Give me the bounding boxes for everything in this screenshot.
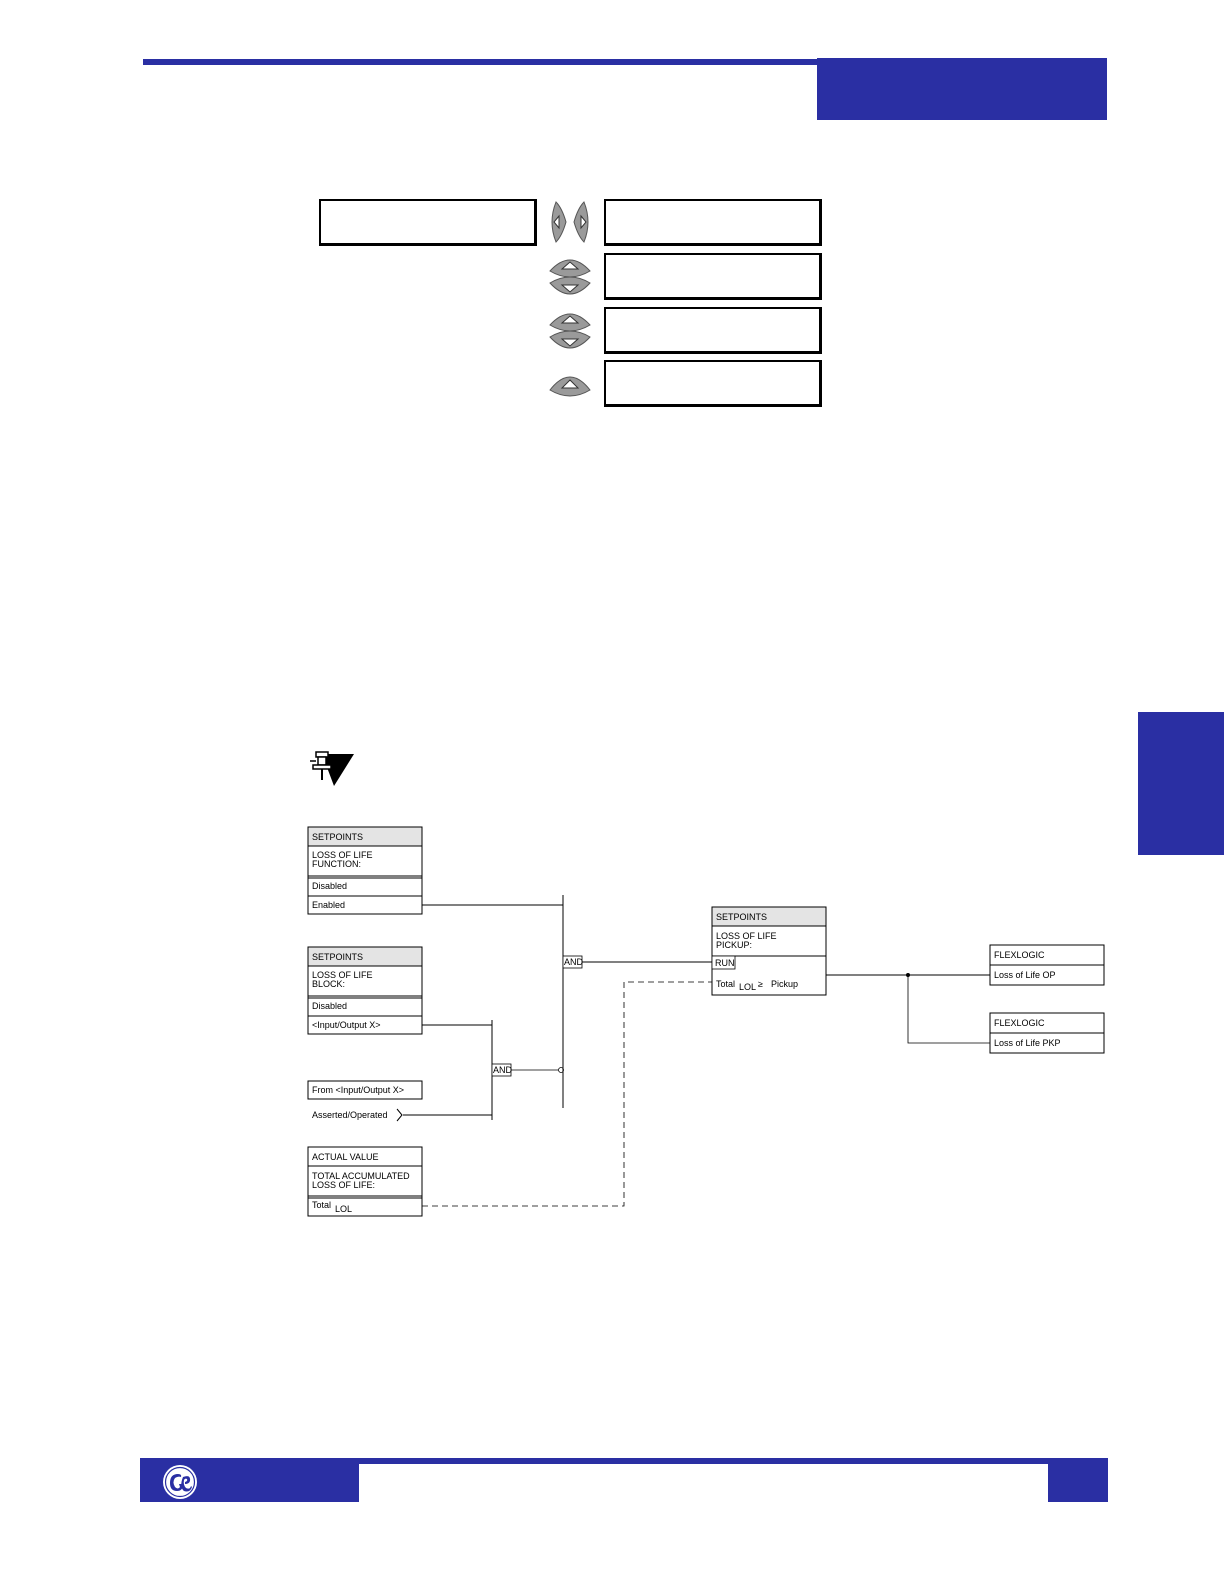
loss-of-life-logic-diagram: SETPOINTS LOSS OF LIFE FUNCTION: Disable…: [307, 826, 1105, 1217]
block-title: LOSS OF LIFE:: [312, 1180, 375, 1190]
lcd-setting-1: [604, 199, 822, 246]
flexlogic-op-block: FLEXLOGIC Loss of Life OP: [989, 944, 1105, 986]
cond-rhs: Pickup: [771, 979, 798, 989]
up-key-icon[interactable]: [546, 360, 594, 408]
cond-sub: LOL: [739, 982, 756, 992]
block-title: FUNCTION:: [312, 859, 361, 869]
option-disabled: Disabled: [312, 1001, 347, 1011]
and-gate-main: AND: [422, 895, 712, 1108]
block-header: SETPOINTS: [716, 912, 767, 922]
up-down-keys-icon[interactable]: [546, 307, 594, 355]
footer-page-block: [1048, 1460, 1108, 1502]
asserted-label: Asserted/Operated: [312, 1110, 388, 1120]
flexlogic-header: FLEXLOGIC: [994, 950, 1045, 960]
and-label: AND: [493, 1065, 513, 1075]
up-down-keys-icon[interactable]: [546, 253, 594, 301]
actual-value-link: [422, 981, 712, 1207]
option-enabled: Enabled: [312, 900, 345, 910]
left-right-keys-icon[interactable]: [546, 198, 594, 246]
flexlogic-pkp-block: FLEXLOGIC Loss of Life PKP: [989, 1012, 1105, 1054]
flexlogic-header: FLEXLOGIC: [994, 1018, 1045, 1028]
actual-value-block: ACTUAL VALUE TOTAL ACCUMULATED LOSS OF L…: [307, 1146, 423, 1217]
footer-rule: [140, 1458, 1108, 1464]
lcd-menu-heading: [319, 199, 537, 246]
and-label: AND: [564, 957, 584, 967]
note-pushpin-icon: [310, 751, 354, 786]
pkp-output-line: [907, 975, 990, 1044]
from-input-block: From <Input/Output X> Asserted/Operated: [307, 1080, 423, 1122]
header-block: [817, 58, 1107, 120]
lcd-setting-2: [604, 253, 822, 300]
value-sub: LOL: [335, 1204, 352, 1214]
from-input-label: From <Input/Output X>: [312, 1085, 404, 1095]
and-gate-block: AND: [403, 1020, 564, 1120]
flexlogic-label: Loss of Life PKP: [994, 1038, 1061, 1048]
block-title: LOSS OF LIFE: [716, 931, 777, 941]
cond-total: Total: [716, 979, 735, 989]
lcd-setting-4: [604, 360, 822, 407]
ge-logo-icon: [163, 1465, 197, 1499]
option-input: <Input/Output X>: [312, 1020, 381, 1030]
flexlogic-label: Loss of Life OP: [994, 970, 1056, 980]
option-disabled: Disabled: [312, 881, 347, 891]
block-title: TOTAL ACCUMULATED: [312, 1171, 410, 1181]
pickup-setpoint-block: SETPOINTS LOSS OF LIFE PICKUP: RUN Total…: [711, 906, 827, 996]
block-setpoint-block: SETPOINTS LOSS OF LIFE BLOCK: Disabled <…: [307, 946, 423, 1035]
function-setpoint-block: SETPOINTS LOSS OF LIFE FUNCTION: Disable…: [307, 826, 423, 915]
value-total: Total: [312, 1200, 331, 1210]
block-header: SETPOINTS: [312, 952, 363, 962]
block-title: LOSS OF LIFE: [312, 970, 373, 980]
lcd-setting-3: [604, 307, 822, 354]
block-header: ACTUAL VALUE: [312, 1152, 379, 1162]
block-title: BLOCK:: [312, 979, 345, 989]
block-title: PICKUP:: [716, 940, 752, 950]
run-label: RUN: [715, 958, 735, 968]
chapter-side-tab: [1138, 712, 1224, 855]
block-title: LOSS OF LIFE: [312, 850, 373, 860]
cond-op: ≥: [758, 979, 763, 989]
header-rule: [143, 59, 823, 65]
block-header: SETPOINTS: [312, 832, 363, 842]
